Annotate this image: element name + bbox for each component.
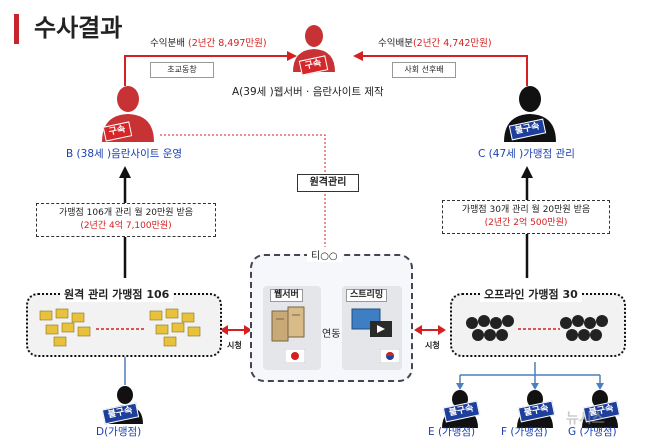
flow-c-to-a — [363, 55, 528, 86]
person-e-caption: E (가맹점) — [428, 426, 476, 438]
relation-left: 초교동창 — [150, 62, 214, 78]
group-remote-franchises — [26, 293, 222, 357]
computer-icons-left — [39, 308, 201, 347]
flow-b-to-a — [124, 55, 287, 86]
info-left: 가맹점 106개 관리 월 20만원 받음 (2년간 4억 7,100만원) — [36, 203, 216, 237]
webserver-label: 웹서버 — [270, 289, 303, 302]
person-c-caption: C (47세 )가맹점 관리 — [478, 148, 575, 160]
right-arrow-label: 시청 — [424, 340, 441, 351]
korea-flag-icon — [380, 349, 400, 363]
relation-right: 사회 선후배 — [392, 62, 456, 78]
server-icon — [271, 306, 305, 342]
japan-flag-icon — [285, 349, 305, 363]
person-a-caption: A(39세 )웹서버 · 음란사이트 제작 — [232, 86, 384, 98]
group-offline-title: 오프라인 가맹점 30 — [480, 286, 582, 302]
page-title: 수사결과 — [34, 14, 123, 42]
link-label: 연동 — [322, 329, 341, 340]
person-f-caption: F (가맹점) — [501, 426, 548, 438]
group-remote-title: 원격 관리 가맹점 106 — [60, 286, 174, 302]
server-title: 티○○ — [307, 247, 342, 262]
person-g-caption: G (가맹점) — [568, 426, 617, 438]
flow-label-right: 수익배분(2년간 4,742만원) — [378, 38, 492, 49]
title-accent-bar — [14, 14, 19, 44]
streaming-icon — [351, 308, 392, 337]
left-arrow-label: 시청 — [226, 340, 243, 351]
person-b-caption: B (38세 )음란사이트 운영 — [66, 148, 183, 160]
watermark: 뉴시스 — [566, 411, 605, 427]
info-right: 가맹점 30개 관리 월 20만원 받음 (2년간 2억 500만원) — [442, 200, 610, 234]
remote-mgmt-line — [160, 134, 326, 250]
flow-label-left: 수익분배 (2년간 8,497만원) — [150, 38, 267, 49]
streaming-label: 스트리밍 — [346, 289, 388, 302]
remote-mgmt-label: 원격관리 — [297, 174, 359, 192]
person-d-caption: D(가맹점) — [96, 426, 142, 438]
offline-crowd-icons — [466, 315, 608, 341]
group-offline-franchises — [450, 293, 626, 357]
